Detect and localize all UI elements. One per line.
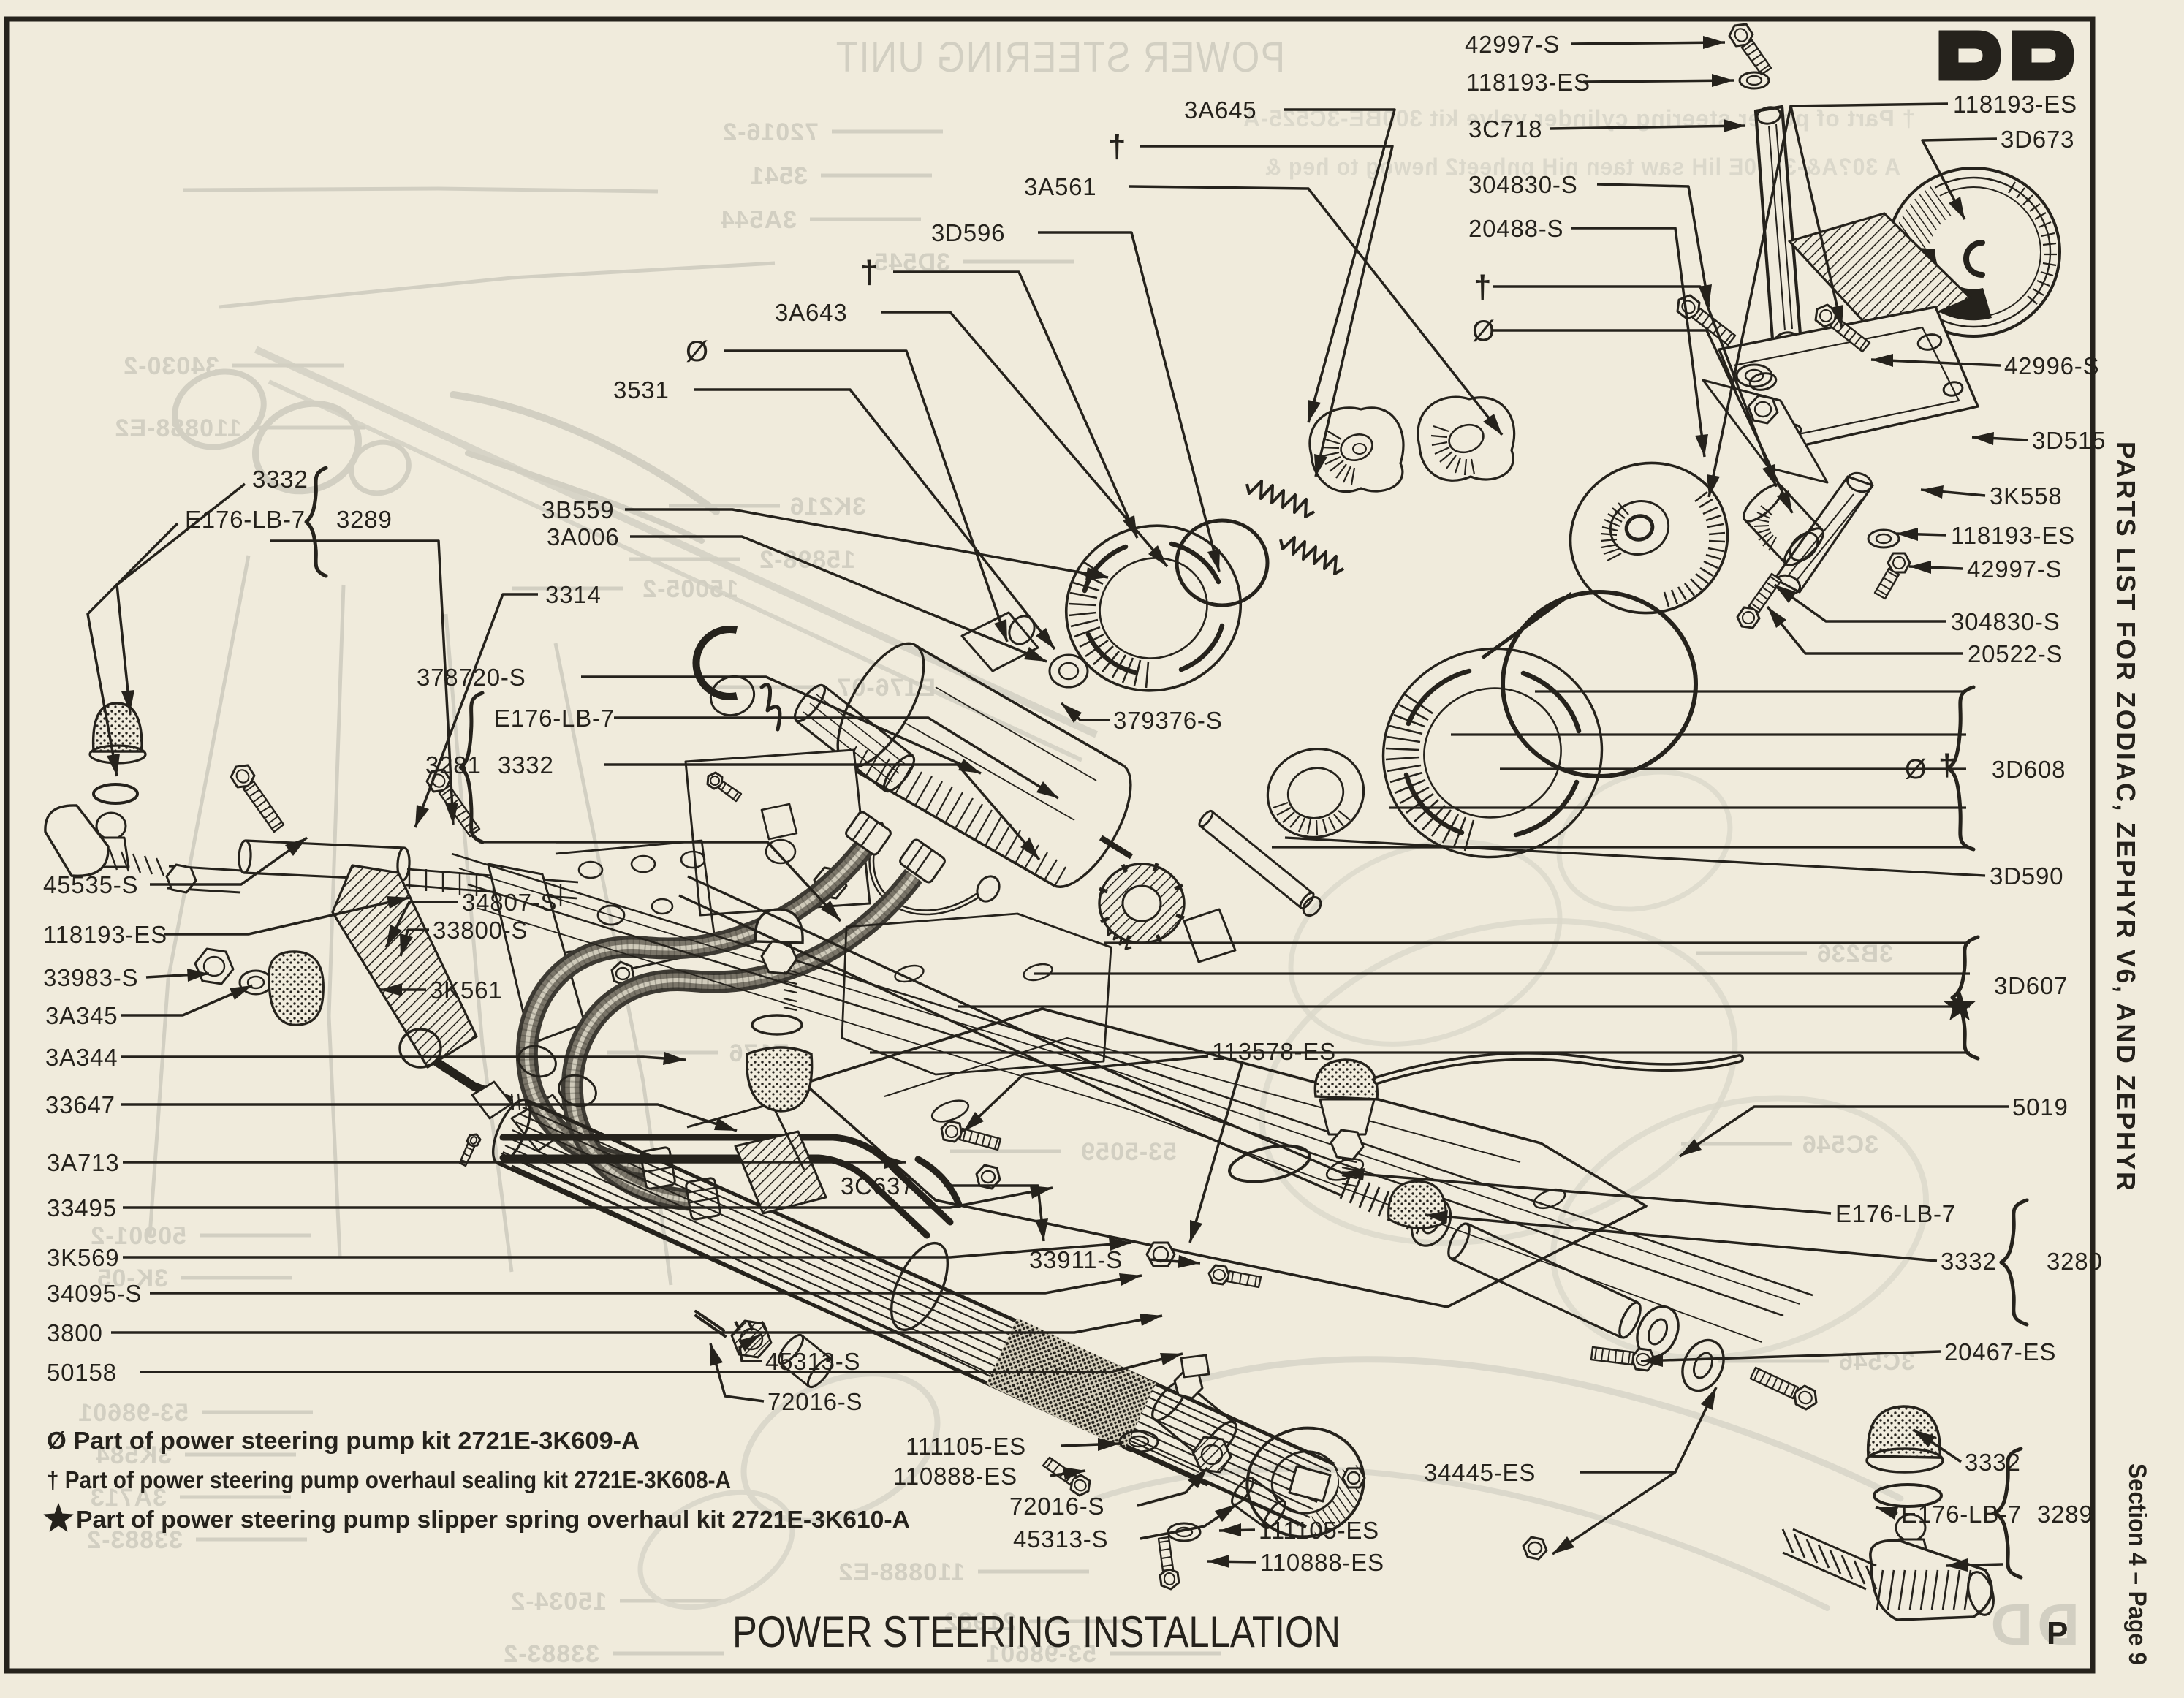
svg-text:3A561: 3A561 (1024, 173, 1096, 200)
svg-text:3K-05: 3K-05 (96, 1265, 168, 1292)
svg-text:E176-LB-7: E176-LB-7 (185, 506, 306, 533)
svg-text:3K558: 3K558 (1990, 482, 2062, 509)
svg-text:33647: 33647 (45, 1091, 115, 1118)
svg-text:3B559: 3B559 (542, 496, 614, 523)
svg-text:33883-2: 33883-2 (503, 1640, 599, 1668)
svg-text:118193-ES: 118193-ES (1466, 69, 1590, 96)
svg-text:3C546: 3C546 (1802, 1131, 1878, 1159)
svg-text:111105-ES: 111105-ES (1259, 1517, 1379, 1544)
svg-text:†: † (860, 254, 879, 290)
svg-text:21982: 21982 (943, 1608, 1016, 1636)
svg-text:PARTS LIST FOR ZODIAC, ZEP: PARTS LIST FOR ZODIAC, ZEPHYR V6, AND ZE… (2111, 441, 2141, 1191)
svg-text:3K561: 3K561 (430, 977, 502, 1004)
svg-text:DD: DD (1986, 1592, 2079, 1657)
svg-text:3332: 3332 (498, 751, 554, 778)
svg-text:3A643: 3A643 (775, 299, 847, 326)
svg-text:A 30?A&-3?00E liH saw taen niH: A 30?A&-3?00E liH saw taen niH pnheet2 h… (1264, 153, 1900, 180)
svg-text:110888-E2: 110888-E2 (838, 1558, 966, 1586)
svg-text:45313-S: 45313-S (765, 1348, 860, 1375)
svg-text:50158: 50158 (47, 1359, 117, 1386)
svg-text:E176-LB-7: E176-LB-7 (494, 705, 615, 732)
svg-text:33800-S: 33800-S (433, 917, 528, 944)
svg-text:33495: 33495 (47, 1194, 117, 1221)
svg-text:3800: 3800 (47, 1319, 103, 1346)
svg-text:34807-S: 34807-S (462, 889, 557, 916)
svg-text:42996-S: 42996-S (2004, 352, 2099, 379)
svg-text:42997-S: 42997-S (1465, 31, 1560, 58)
svg-text:304830-S: 304830-S (1468, 171, 1578, 198)
svg-text:3314: 3314 (545, 581, 602, 608)
svg-text:3D590: 3D590 (1990, 863, 2063, 890)
svg-text:Section 4 – Page 9: Section 4 – Page 9 (2123, 1463, 2151, 1665)
svg-text:53-98601: 53-98601 (77, 1399, 189, 1427)
svg-text:3D607: 3D607 (1994, 972, 2068, 999)
svg-text:34445-ES: 34445-ES (1424, 1459, 1536, 1486)
svg-text:3A345: 3A345 (45, 1002, 118, 1029)
svg-text:53-98601: 53-98601 (985, 1640, 1096, 1668)
svg-text:3C718: 3C718 (1468, 115, 1542, 143)
svg-text:Ø Part of power steering pump: Ø Part of power steering pump kit 2721E-… (47, 1427, 640, 1454)
svg-text:3A344: 3A344 (45, 1044, 118, 1071)
svg-text:72016-S: 72016-S (767, 1388, 862, 1415)
svg-text:15005-2: 15005-2 (642, 575, 738, 603)
svg-text:118193-ES: 118193-ES (1951, 522, 2075, 549)
svg-text:3A006: 3A006 (547, 523, 619, 550)
svg-text:118193-ES: 118193-ES (1953, 91, 2077, 118)
svg-text:45535-S: 45535-S (43, 871, 138, 898)
svg-text:3D596: 3D596 (931, 219, 1005, 246)
svg-text:3332: 3332 (1941, 1248, 1997, 1275)
svg-text:72016-2: 72016-2 (722, 118, 819, 146)
svg-text:42997-S: 42997-S (1967, 556, 2062, 583)
svg-text:P: P (2047, 1615, 2069, 1651)
svg-text:3A713: 3A713 (47, 1149, 119, 1176)
svg-text:3D673: 3D673 (2001, 126, 2074, 153)
svg-text:33883-2: 33883-2 (86, 1526, 183, 1554)
svg-text:3C637: 3C637 (841, 1172, 914, 1199)
svg-text:20467-ES: 20467-ES (1944, 1338, 2056, 1365)
svg-text:† Part of power steering pump: † Part of power steering pump overhaul s… (47, 1466, 731, 1493)
svg-text:3A645: 3A645 (1184, 96, 1256, 124)
svg-text:5019: 5019 (2012, 1094, 2069, 1121)
svg-text:3K569: 3K569 (47, 1244, 119, 1271)
svg-text:E176-LB-7: E176-LB-7 (1835, 1200, 1956, 1227)
svg-text:118193-ES: 118193-ES (43, 921, 167, 948)
svg-text:3A713: 3A713 (90, 1484, 167, 1512)
svg-text:33983-S: 33983-S (43, 964, 138, 991)
svg-text:3332: 3332 (252, 466, 308, 493)
svg-text:50901-2: 50901-2 (90, 1222, 186, 1250)
svg-text:53-5059: 53-5059 (1080, 1138, 1177, 1166)
svg-text:3D608: 3D608 (1992, 756, 2066, 783)
svg-text:Ø: Ø (1472, 315, 1495, 347)
svg-text:34030-2: 34030-2 (123, 352, 219, 380)
svg-text:34095-S: 34095-S (47, 1280, 142, 1307)
svg-text:111105-ES: 111105-ES (906, 1433, 1026, 1460)
svg-text:110888-E2: 110888-E2 (115, 414, 242, 442)
svg-text:45313-S: 45313-S (1013, 1525, 1108, 1553)
svg-text:110888-ES: 110888-ES (893, 1463, 1017, 1490)
svg-text:379376-S: 379376-S (1113, 707, 1223, 734)
svg-text:Ø: Ø (686, 336, 709, 368)
svg-text:304830-S: 304830-S (1951, 608, 2060, 635)
svg-text:72016-S: 72016-S (1009, 1493, 1104, 1520)
svg-text:POWER STEERING INSTALLATION: POWER STEERING INSTALLATION (732, 1607, 1341, 1656)
svg-text:3K584: 3K584 (95, 1441, 172, 1469)
svg-text:†: † (1108, 129, 1126, 164)
svg-text:3B236: 3B236 (1816, 940, 1893, 968)
svg-text:3A544: 3A544 (720, 206, 797, 234)
svg-text:POWER STEERING UNIT: POWER STEERING UNIT (835, 34, 1285, 81)
svg-text:3289: 3289 (336, 506, 393, 533)
svg-text:3K216: 3K216 (789, 493, 866, 520)
svg-text:15034-2: 15034-2 (510, 1588, 607, 1615)
svg-text:†: † (1474, 269, 1492, 305)
svg-text:3289: 3289 (2037, 1501, 2093, 1528)
svg-text:3541: 3541 (749, 162, 808, 190)
svg-text:110888-ES: 110888-ES (1260, 1549, 1384, 1576)
svg-text:3531: 3531 (613, 376, 670, 403)
svg-text:20522-S: 20522-S (1968, 640, 2063, 667)
svg-text:20488-S: 20488-S (1468, 215, 1563, 242)
svg-text:Part of power steering pump: Part of power steering pump slipper spri… (76, 1506, 910, 1533)
